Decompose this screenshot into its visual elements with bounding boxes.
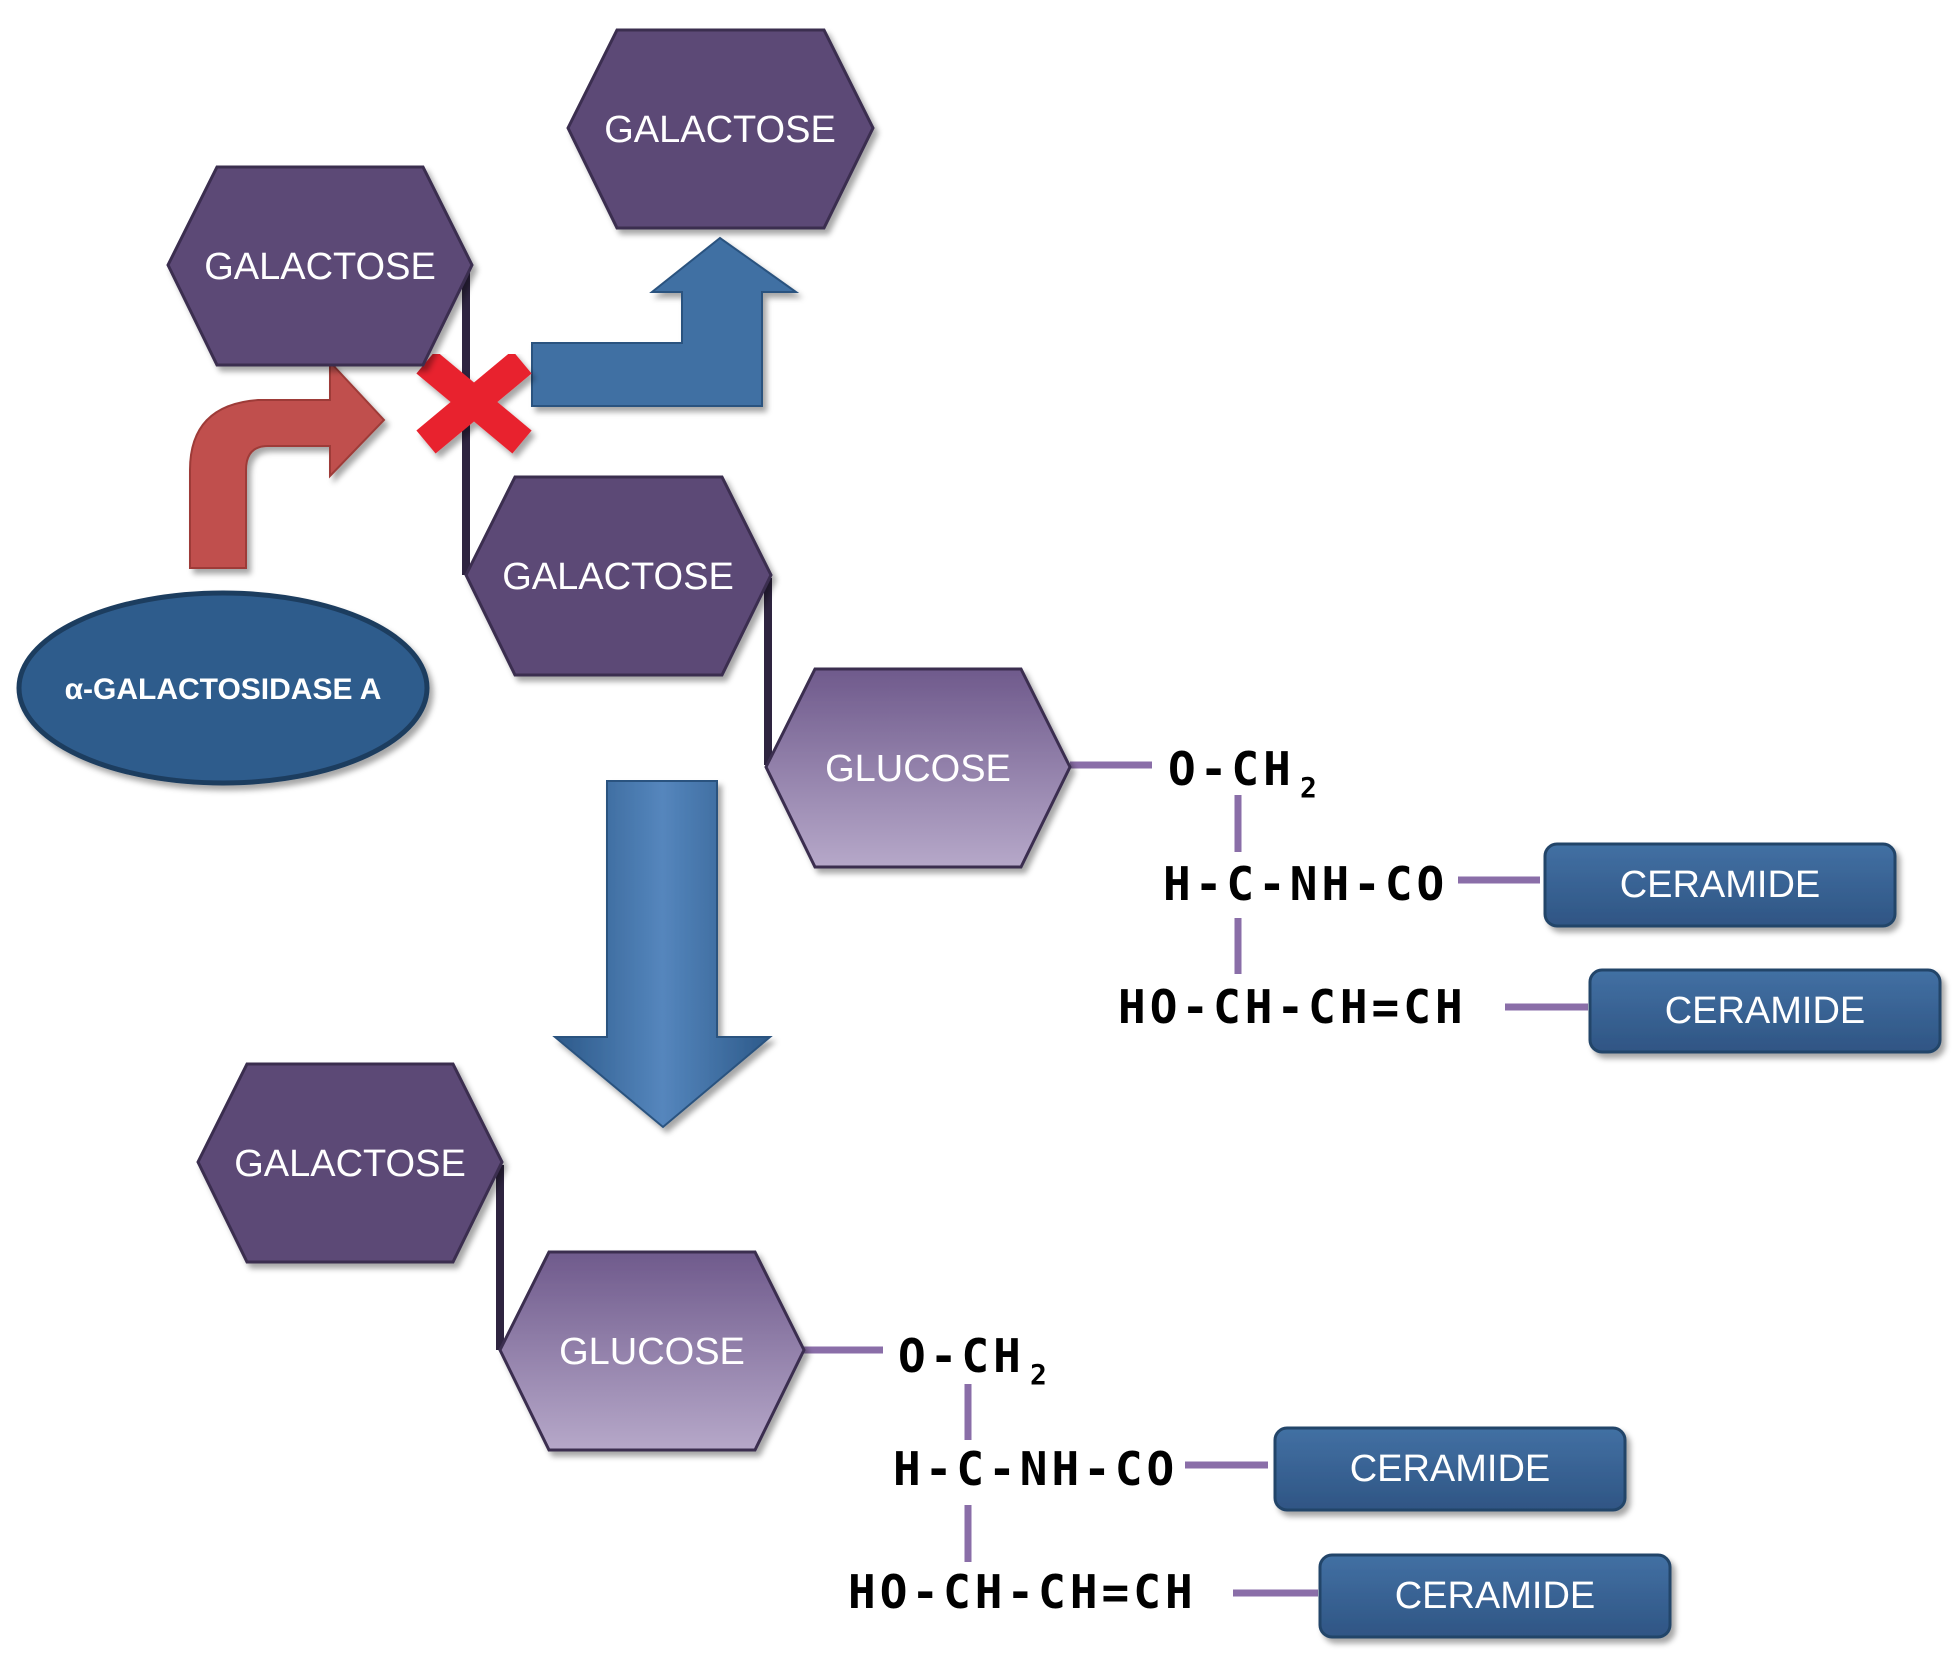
subscript-2: 2: [1030, 1358, 1047, 1391]
release-arrow: [531, 236, 800, 407]
galactose-label: GALACTOSE: [502, 556, 734, 598]
galactose-label: GALACTOSE: [604, 109, 836, 151]
ceramide-box-bottom-2: CERAMIDE: [1318, 1553, 1672, 1639]
glucose-top: GLUCOSE: [764, 667, 1072, 869]
glucose-label: GLUCOSE: [559, 1331, 745, 1373]
galactose-label: GALACTOSE: [204, 246, 436, 288]
galactose-bottom: GALACTOSE: [196, 1062, 504, 1264]
galactose-top-right: GALACTOSE: [566, 28, 875, 230]
h-c-nh-co-text: H-C-NH-CO: [893, 1442, 1178, 1496]
ho-ch-ch-ch-text: HO-CH-CH=CH: [1118, 980, 1467, 1034]
enzyme-label: α-GALACTOSIDASE A: [65, 673, 382, 706]
ceramide-label: CERAMIDE: [1350, 1448, 1551, 1490]
blocked-x-icon: [416, 350, 532, 454]
glucose-label: GLUCOSE: [825, 748, 1011, 790]
ceramide-label: CERAMIDE: [1620, 864, 1821, 906]
enzyme-action-arrow: [189, 359, 386, 569]
ceramide-box-bottom-1: CERAMIDE: [1273, 1426, 1627, 1512]
h-c-nh-co-text: H-C-NH-CO: [1163, 857, 1448, 911]
galactose-middle: GALACTOSE: [464, 475, 773, 677]
o-ch2-text: O-CH: [1168, 742, 1295, 796]
enzyme-alpha-galactosidase-a: α-GALACTOSIDASE A: [16, 590, 430, 786]
ceramide-label: CERAMIDE: [1665, 990, 1866, 1032]
ceramide-box-top-1: CERAMIDE: [1543, 842, 1897, 928]
ceramide-box-top-2: CERAMIDE: [1588, 968, 1942, 1054]
bottom-bonds: [496, 1165, 1318, 1597]
o-ch2-text: O-CH: [898, 1329, 1025, 1383]
glucose-bottom: GLUCOSE: [498, 1250, 806, 1452]
galactose-label: GALACTOSE: [234, 1143, 466, 1185]
ceramide-label: CERAMIDE: [1395, 1575, 1596, 1617]
galactose-top-left: GALACTOSE: [166, 165, 474, 367]
top-chemical-structure: O-CH 2 H-C-NH-CO HO-CH-CH=CH: [1118, 742, 1467, 1034]
metabolism-down-arrow: [552, 780, 773, 1129]
subscript-2: 2: [1300, 771, 1317, 804]
bottom-chemical-structure: O-CH 2 H-C-NH-CO HO-CH-CH=CH: [848, 1329, 1197, 1619]
ho-ch-ch-ch-text: HO-CH-CH=CH: [848, 1565, 1197, 1619]
